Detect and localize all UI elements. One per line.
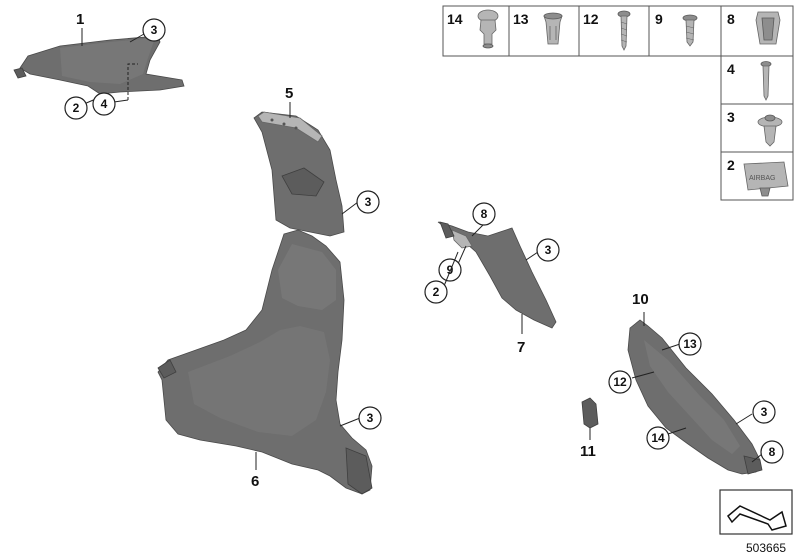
table-label-12: 12 xyxy=(583,11,599,27)
callout-1-clip: 2 xyxy=(73,101,80,115)
hardware-table: 14 13 12 9 8 4 3 2 xyxy=(442,5,794,201)
callout-10-clip8: 8 xyxy=(769,445,776,459)
callout-5: 5 xyxy=(285,85,293,102)
callout-7-badge: 2 xyxy=(433,285,440,299)
symbol-box xyxy=(719,489,793,535)
part-1-trim-panel[interactable] xyxy=(13,35,185,95)
callout-circle xyxy=(92,92,116,116)
callout-circle xyxy=(358,406,382,430)
callout-1-screw: 3 xyxy=(151,23,158,37)
callout-10-screw: 3 xyxy=(761,405,768,419)
airbag-badge-text: AIRBAG xyxy=(749,175,775,182)
part-5-pillar-trim[interactable] xyxy=(253,111,345,237)
screw-icon xyxy=(682,14,698,47)
callout-circle xyxy=(646,426,670,450)
callout-7: 7 xyxy=(517,339,525,356)
table-label-13: 13 xyxy=(513,11,529,27)
pin-icon xyxy=(760,61,772,101)
callout-10-clip14: 14 xyxy=(651,431,665,445)
table-label-4: 4 xyxy=(727,61,735,77)
callout-circle xyxy=(752,400,776,424)
callout-circle xyxy=(142,18,166,42)
callout-7-screw: 3 xyxy=(545,243,552,257)
callout-circle xyxy=(472,202,496,226)
callout-1: 1 xyxy=(76,11,84,28)
callout-circle xyxy=(438,258,462,282)
part-6-b-pillar-trim[interactable] xyxy=(157,229,373,495)
push-clip-icon xyxy=(477,9,499,49)
callout-5-screw: 3 xyxy=(365,195,372,209)
table-label-14: 14 xyxy=(447,11,463,27)
arrow-icon xyxy=(727,505,787,531)
callout-1-pin: 4 xyxy=(101,97,108,111)
table-label-3: 3 xyxy=(727,109,735,125)
callout-circle xyxy=(356,190,380,214)
rivet-icon xyxy=(757,114,783,147)
callout-circle xyxy=(424,280,448,304)
part-7-a-pillar-trim[interactable] xyxy=(437,221,557,329)
callout-6-screw: 3 xyxy=(367,411,374,425)
callout-10: 10 xyxy=(632,291,649,308)
callout-circle xyxy=(64,96,88,120)
callout-circle xyxy=(760,440,784,464)
clip-icon xyxy=(755,11,781,45)
callout-circle xyxy=(678,332,702,356)
callout-11: 11 xyxy=(580,443,596,460)
screw-icon xyxy=(617,10,631,51)
airbag-badge-icon: AIRBAG xyxy=(743,161,789,197)
table-label-9: 9 xyxy=(655,11,663,27)
expanding-nut-icon xyxy=(543,12,563,45)
part-10-c-pillar-trim[interactable] xyxy=(627,319,763,475)
table-label-2: 2 xyxy=(727,157,735,173)
part-11-cover[interactable] xyxy=(581,397,599,429)
table-label-8: 8 xyxy=(727,11,735,27)
callout-10-clip13: 13 xyxy=(683,337,697,351)
callout-6: 6 xyxy=(251,473,259,490)
callout-10-screw12: 12 xyxy=(613,375,627,389)
callout-7-clip: 8 xyxy=(481,207,488,221)
callout-circle xyxy=(536,238,560,262)
document-number: 503665 xyxy=(746,541,786,555)
callout-circle xyxy=(608,370,632,394)
